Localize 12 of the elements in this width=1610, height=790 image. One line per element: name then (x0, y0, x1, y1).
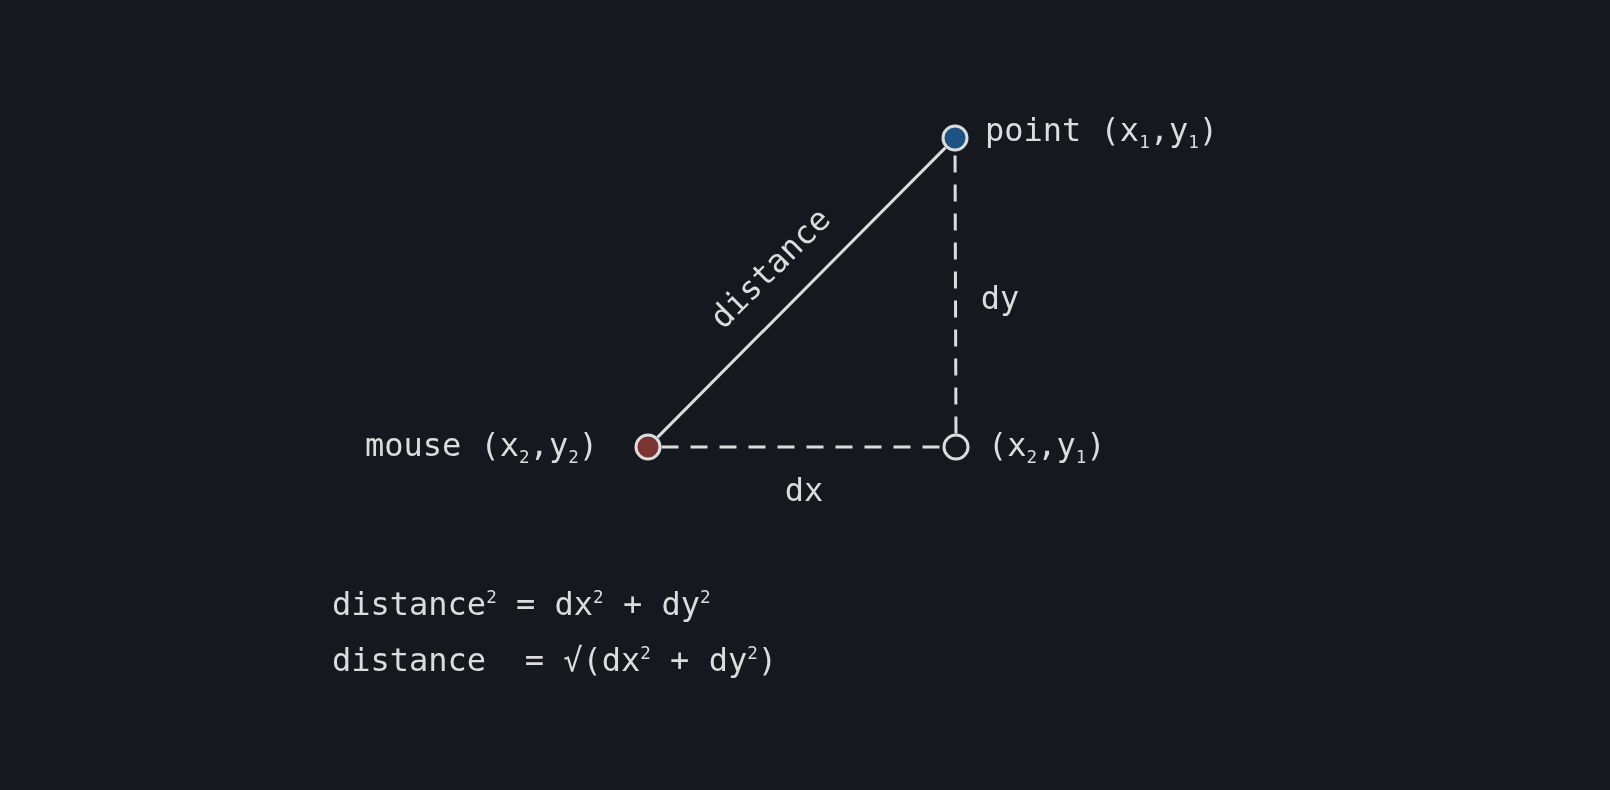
point-label: (x$_{2}$,y$_{1}$) (988, 425, 1106, 469)
circle-marker (634, 433, 662, 461)
point-label: point (x$_{1}$,y$_{1}$) (985, 110, 1219, 154)
circle-marker (941, 124, 969, 152)
dashed-line (661, 445, 943, 449)
edge-label: dx (784, 470, 824, 510)
point-label: mouse (x$_{2}$,y$_{2}$) (364, 425, 598, 469)
edge-label: dy (980, 278, 1020, 318)
formula-text: distance = √(dx$^{2}$ + dy$^{2}$) (332, 641, 778, 680)
formula-text: distance$^{2}$ = dx$^{2}$ + dy$^{2}$ (332, 585, 711, 624)
circle-marker (942, 433, 970, 461)
line (656, 146, 947, 439)
